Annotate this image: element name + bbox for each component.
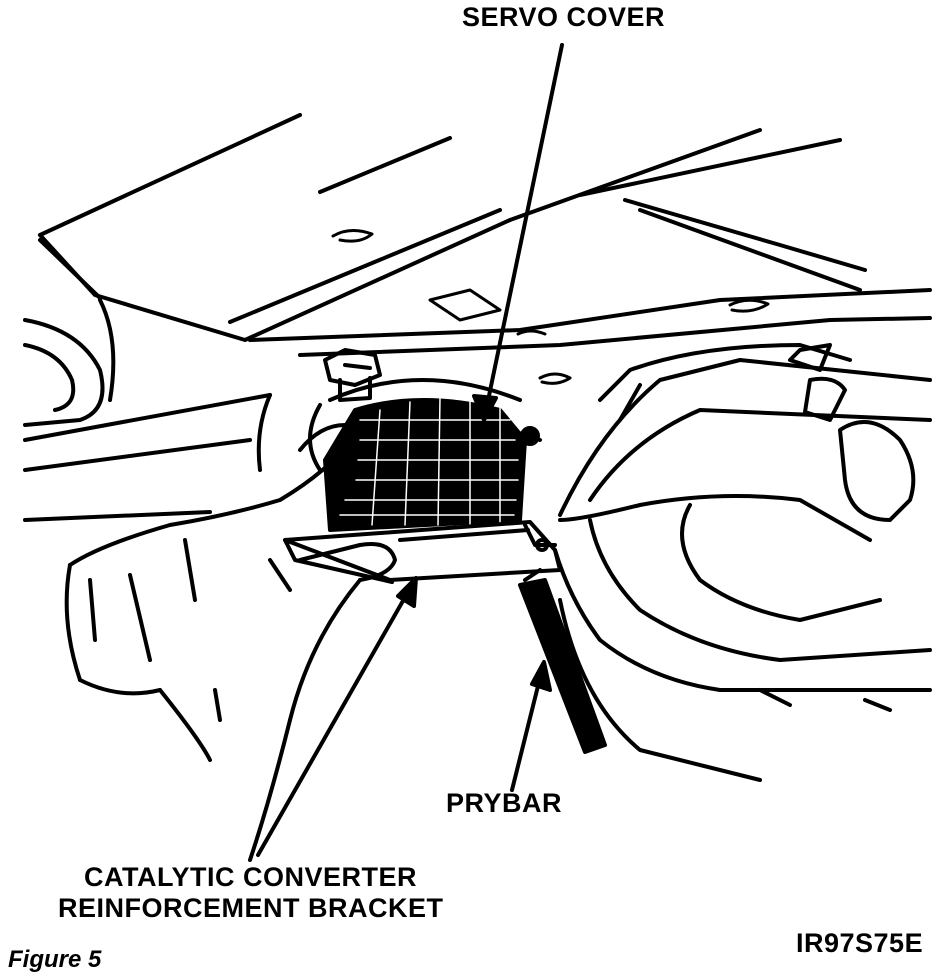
right-structure (553, 343, 932, 782)
servo-cover (308, 378, 542, 532)
bolt-head (323, 348, 382, 402)
fastener-holes (331, 229, 770, 385)
servo-cover-label: SERVO COVER (462, 2, 666, 32)
catalytic-converter-label-line2: REINFORCEMENT BRACKET (58, 893, 444, 923)
hand (64, 423, 397, 862)
leader-prybar (510, 660, 552, 792)
left-structure (23, 298, 272, 522)
catalytic-converter-label-line1: CATALYTIC CONVERTER (84, 862, 418, 892)
prybar (518, 568, 607, 754)
reinforcement-bracket (268, 520, 562, 592)
leader-servo-cover (472, 43, 564, 422)
figure-id: IR97S75E (796, 928, 924, 958)
leader-catalytic-bracket (256, 576, 418, 857)
figure-caption: Figure 5 (8, 946, 102, 973)
prybar-label: PRYBAR (446, 788, 563, 818)
floor-pan-outline (38, 113, 932, 357)
